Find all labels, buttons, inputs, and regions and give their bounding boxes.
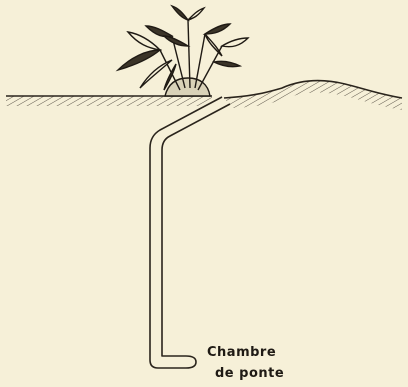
egg-chamber-label-line-1: Chambre [207, 345, 276, 360]
ground-surface-left [6, 96, 212, 106]
ground-surface-right [224, 81, 402, 110]
egg-chamber-label-line-2: de ponte [215, 366, 284, 381]
plant-icon [118, 6, 248, 96]
burrow-tunnel [150, 97, 230, 368]
